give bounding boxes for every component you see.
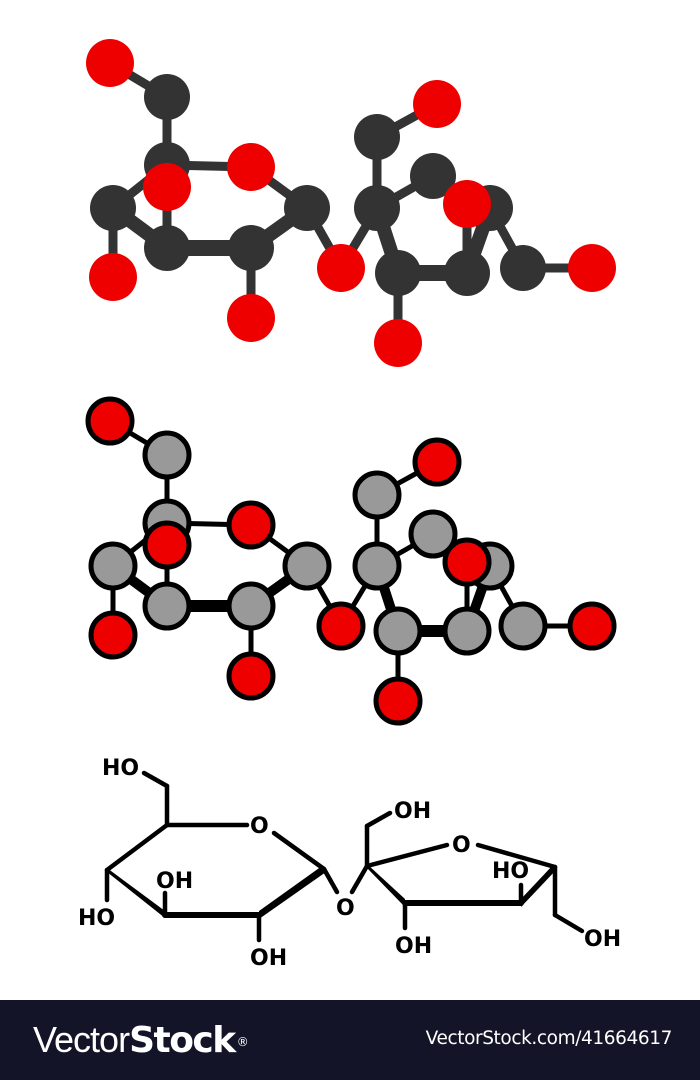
carbon-atom [142,581,192,631]
ball-and-stick-model-outlined [85,396,617,726]
carbon-atom [408,509,458,559]
oxygen-atom [85,396,135,446]
carbon-atom [284,185,330,231]
oxygen-atom [227,143,275,191]
wedge-bonds [107,864,557,919]
registered-mark: ® [236,1035,249,1049]
carbon-atom [373,606,423,656]
oxygen-atom [226,651,276,701]
watermark-footer: VectorStock® VectorStock.com/41664617 [0,1000,700,1080]
carbon-atom [375,250,421,296]
carbon-atom [90,185,136,231]
oxygen-atom [442,537,492,587]
oxygen-atom [89,253,137,301]
oxygen-atom [86,39,134,87]
skeletal-formula [104,770,585,943]
label-fru-oh3: OH [395,934,432,959]
ball-and-stick-model-dark [86,39,616,367]
carbon-atom [142,430,192,480]
image-reference: VectorStock.com/41664617 [425,1028,673,1049]
label-bridge-o: O [336,896,355,921]
label-glc-oh2: OH [250,946,287,971]
carbon-atom [352,541,402,591]
carbon-atom [354,185,400,231]
label-glc-oh3: OH [156,869,193,894]
label-glc-oh4: HO [78,906,115,931]
label-fru-oh4: HO [492,859,529,884]
formula-labels: HO O OH HO OH O OH O HO OH OH [78,756,621,971]
oxygen-atom [412,437,462,487]
oxygen-atom [567,601,617,651]
oxygen-atom [227,294,275,342]
carbon-atom [498,601,548,651]
carbon-atom [354,114,400,160]
oxygen-atom [443,180,491,228]
carbon-atom [500,245,546,291]
carbon-atom [144,74,190,120]
oxygen-atom [374,319,422,367]
carbon-atom [352,470,402,520]
sucrose-illustration: HO O OH HO OH O OH O HO OH OH [78,39,621,971]
carbon-atom [88,541,138,591]
oxygen-atom [143,163,191,211]
label-fru-ring-o: O [452,833,471,858]
oxygen-atom [316,601,366,651]
oxygen-atom [226,500,276,550]
label-fru-ch2oh1: OH [394,799,431,824]
oxygen-atom [568,244,616,292]
oxygen-atom [413,80,461,128]
label-glc-ch2oh: HO [102,756,139,781]
oxygen-atom [373,676,423,726]
carbon-atom [228,225,274,271]
carbon-atom [226,581,276,631]
carbon-atom [144,225,190,271]
label-glc-ring-o: O [250,814,269,839]
oxygen-atom [142,520,192,570]
brand-bold: Stock [129,1020,236,1061]
carbon-atom [410,153,456,199]
carbon-atom [444,250,490,296]
label-fru-ch2oh6: OH [584,927,621,952]
carbon-atom [282,541,332,591]
vectorstock-logo: VectorStock® [33,1016,249,1065]
oxygen-atom [88,610,138,660]
carbon-atom [442,606,492,656]
oxygen-atom [317,244,365,292]
brand-light: Vector [33,1019,130,1060]
